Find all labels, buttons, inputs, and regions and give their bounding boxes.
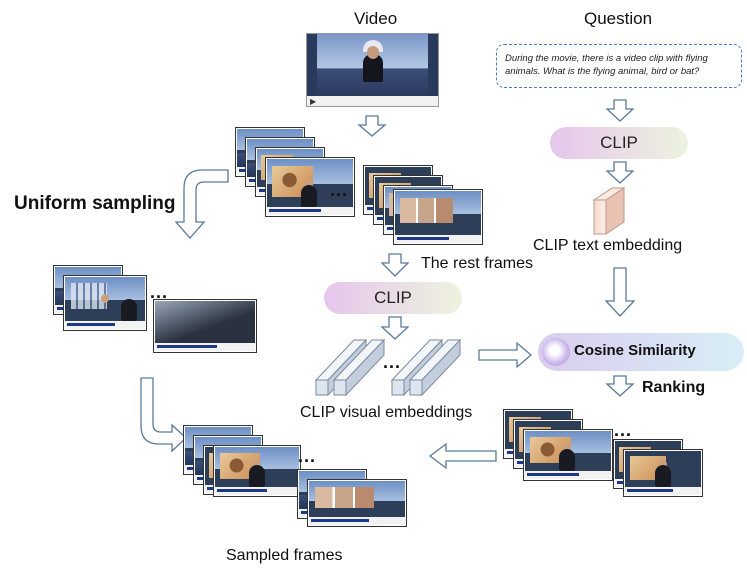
video-play-icon[interactable]: ▶ xyxy=(310,97,317,106)
clip-text-encoder-label: CLIP xyxy=(600,133,638,152)
arrow-left-ranked xyxy=(428,442,497,470)
question-title: Question xyxy=(584,9,653,28)
ranked-frames-ellipsis: ... xyxy=(614,420,633,440)
embeddings-ellipsis: ... xyxy=(383,352,402,372)
question-text: During the movie, there is a video clip … xyxy=(505,53,708,77)
clip-image-encoder-label: CLIP xyxy=(374,288,412,307)
arrow-down-clip-text xyxy=(605,161,635,184)
cosine-similarity-block: × Cosine Similarity xyxy=(538,333,744,371)
rest-frames-label: The rest frames xyxy=(421,255,534,272)
sampled-frames-ellipsis: ... xyxy=(298,446,317,466)
cosine-similarity-icon: × xyxy=(542,338,570,366)
clip-image-encoder: CLIP xyxy=(324,282,462,314)
clip-visual-embeddings-label: CLIP visual embeddings xyxy=(300,404,473,421)
uniform-sampling-label: Uniform sampling xyxy=(14,193,176,214)
clip-visual-embedding-cuboids xyxy=(314,338,462,397)
arrow-down-question xyxy=(605,99,635,122)
clip-text-encoder: CLIP xyxy=(550,127,688,159)
arrow-down-text-embedding xyxy=(604,267,636,317)
arrow-down-rest-frames xyxy=(380,253,410,277)
ranking-label: Ranking xyxy=(642,379,706,396)
video-title: Video xyxy=(354,9,398,28)
clip-text-embedding-label: CLIP text embedding xyxy=(533,237,683,254)
arrow-down-video xyxy=(357,115,387,137)
arrow-down-clip-visual xyxy=(380,316,410,340)
video-player: ▶ xyxy=(306,33,439,107)
arrow-uniform-sampling xyxy=(174,169,229,239)
arrow-down-ranking xyxy=(605,375,635,397)
clip-text-embedding-cuboid xyxy=(592,187,626,235)
uniform-frames-ellipsis: ... xyxy=(150,282,169,302)
cosine-similarity-label: Cosine Similarity xyxy=(574,342,696,359)
arrow-uniform-to-sampled xyxy=(140,377,187,453)
sampled-frames-label: Sampled frames xyxy=(226,547,343,564)
arrow-right-embeddings xyxy=(478,341,532,369)
question-box: During the movie, there is a video clip … xyxy=(496,44,742,88)
video-frames-ellipsis: ... xyxy=(330,180,349,200)
